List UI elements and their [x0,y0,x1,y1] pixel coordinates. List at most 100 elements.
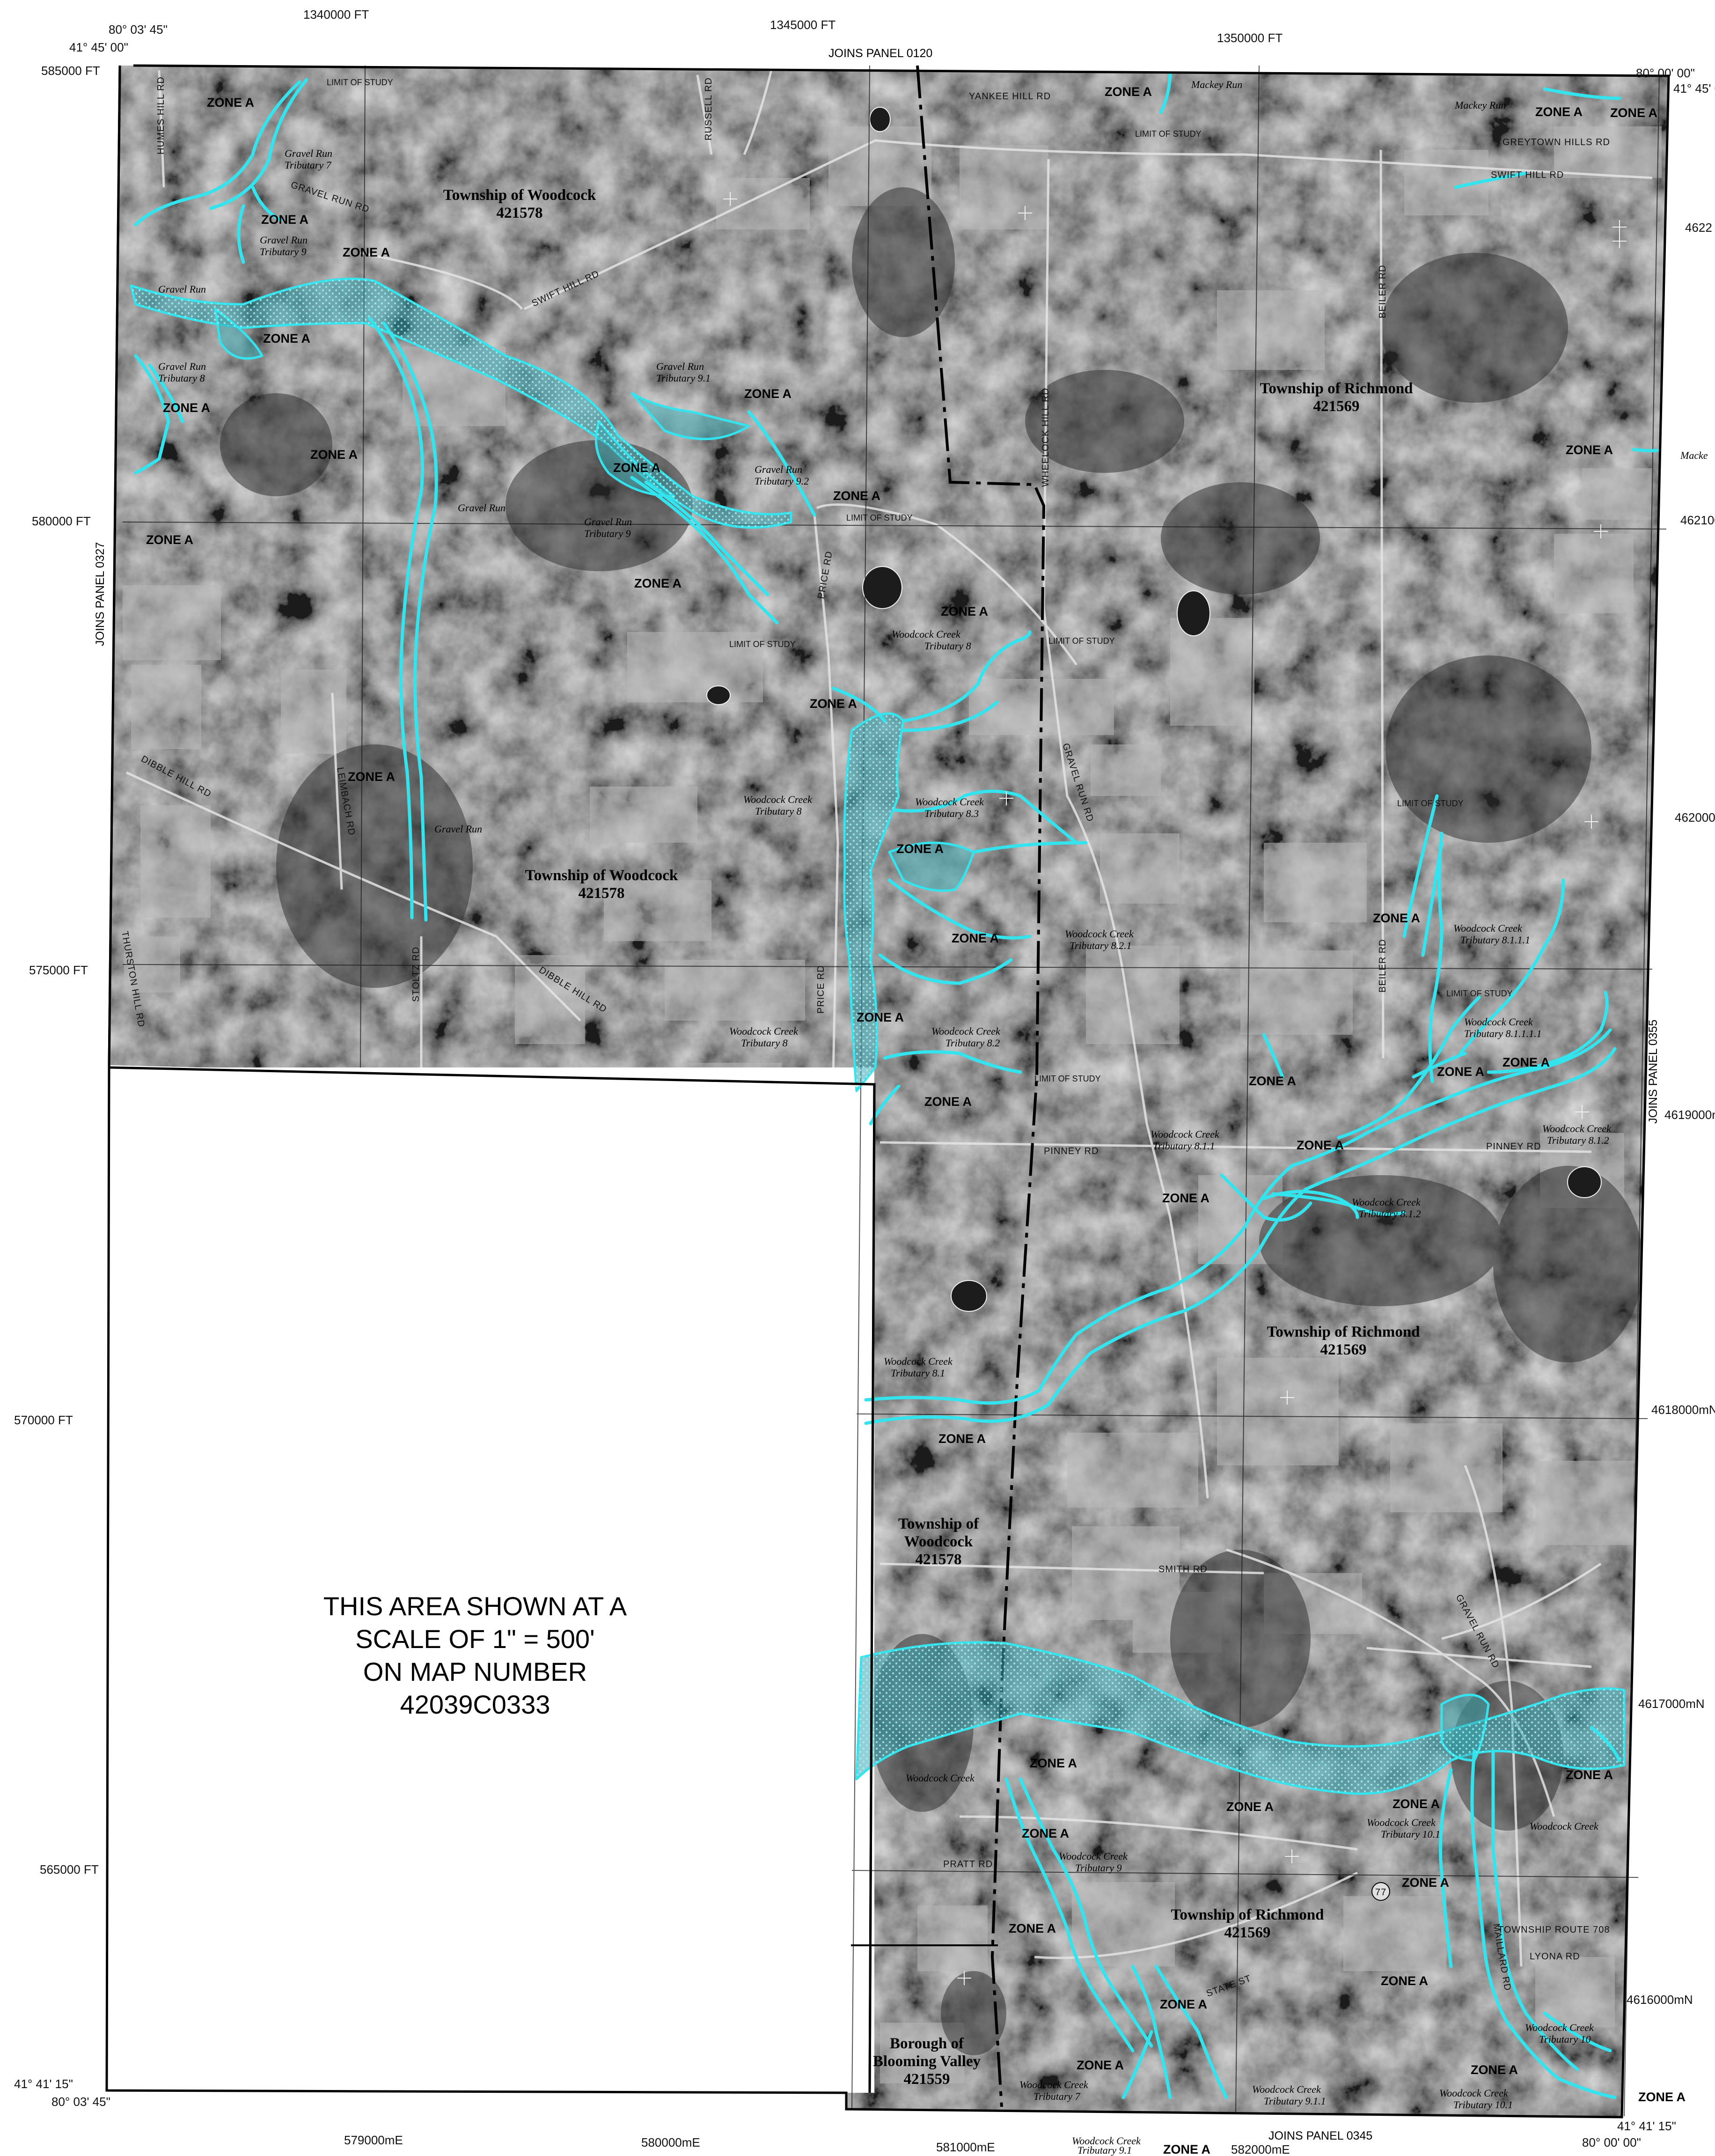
stream-label: Tributary 9.1.1 [1264,2095,1326,2107]
limit-of-study: LIMIT OF STUDY [1397,799,1464,808]
zone-a-label: ZONE A [857,1010,904,1024]
community-id: 421569 [1320,1341,1367,1358]
zone-a-label: ZONE A [263,331,310,346]
zone-a-label: ZONE A [1226,1800,1274,1814]
limit-of-study: LIMIT OF STUDY [1048,636,1115,646]
limit-of-study-labels: LIMIT OF STUDY LIMIT OF STUDY LIMIT OF S… [327,78,1513,1083]
stream-label: Woodcock Creek [884,1355,953,1367]
x-ft-1350000: 1350000 FT [1217,31,1283,45]
road-label: PRICE RD [816,965,826,1014]
corner-top-left-lat: 41° 45' 00" [69,40,128,54]
stream-label: Tributary 9.2 [755,475,809,487]
stream-label: Gravel Run [434,823,482,835]
stream-label: Woodcock Creek [1367,1817,1436,1828]
utm-grid [122,65,1667,2117]
stream-label: Tributary 9 [260,246,307,258]
road-label: HUMES HILL RD [156,76,166,155]
zone-a-label: ZONE A [1402,1876,1449,1890]
community-name: Township of Woodcock [443,187,596,204]
y-ft-580000: 580000 FT [32,514,91,528]
map-border-left [108,65,121,1068]
y-ft-575000: 575000 FT [29,963,88,977]
road-label: LYONA RD [1530,1951,1580,1962]
flood-zone-dots [131,279,1624,1794]
stream-label: Woodcock Creek [1525,2022,1594,2033]
stream-label: Tributary 9.1 [656,372,711,384]
stream-label: Gravel Run [755,464,802,475]
community-name: Township of Richmond [1260,380,1413,397]
road-label: YANKEE HILL RD [969,91,1051,102]
zone-a-label: ZONE A [613,461,660,475]
zone-a-label: ZONE A [810,697,857,711]
zone-a-label: ZONE A [1077,2058,1124,2072]
zone-a-label: ZONE A [1502,1055,1550,1069]
road-label: SMITH RD [1158,1564,1208,1575]
zone-a-label: ZONE A [207,96,254,110]
zone-a-label: ZONE A [1393,1797,1440,1811]
zone-a-label: ZONE A [634,576,682,590]
road-label: TOWNSHIP ROUTE 708 [1498,1925,1610,1935]
stream-label: Tributary 8.1.1 [1153,1140,1215,1152]
stream-label: Woodcock Creek [1542,1123,1612,1134]
route-77-shield: 77 [1371,1882,1390,1901]
stream-label: Gravel Run [285,147,332,159]
limit-of-study: LIMIT OF STUDY [729,640,796,649]
stream-label: Woodcock Creek [915,796,984,808]
stream-label: Tributary 8.2 [945,1037,1000,1049]
community-id: 421569 [1313,398,1360,415]
community-id: 421578 [579,885,625,902]
route-77-number: 77 [1375,1887,1386,1898]
community-labels: Township of Woodcock 421578 Township of … [443,187,1420,2088]
zone-a-label: ZONE A [1566,443,1613,457]
road-label: PINNEY RD [1486,1141,1541,1152]
stream-label: Tributary 8.1.1.1.1 [1464,1028,1542,1039]
stream-label: Gravel Run [158,283,206,295]
utm-n-4622: 4622 [1685,221,1712,235]
flood-zone-lines [134,68,1668,2099]
community-name: Township of Richmond [1267,1324,1420,1340]
community-id: 421569 [1224,1924,1271,1941]
zone-a-label: ZONE A [1249,1074,1296,1088]
zone-a-label: ZONE A [952,931,999,945]
corner-bottom-left-lon: 80° 03' 45" [51,2095,110,2109]
zone-a-label: ZONE A [1471,2063,1518,2077]
aerial-imagery [109,66,1669,2117]
zone-a-label: ZONE A [1566,1768,1613,1782]
stream-label: Tributary 8 [158,372,205,384]
map-border-inset-right [868,1084,876,2093]
corner-bottom-right-lon: 80° 00' 00" [1582,2135,1641,2149]
inset-note-line-1: THIS AREA SHOWN AT A [323,1591,627,1621]
ponds [706,107,1602,1312]
road-label: PRATT RD [943,1859,993,1869]
zone-a-label: ZONE A [310,448,358,462]
stream-label: Tributary 8.3 [924,808,979,819]
stream-label: Woodcock Creek [892,628,961,640]
utm-e-582000: 582000mE [1231,2142,1290,2156]
road-network [125,70,1653,1967]
stream-label: Tributary 8.1.1.1 [1460,934,1530,946]
zone-a-label: ZONE A [1297,1138,1344,1152]
corner-top-left-lon: 80° 03' 45" [109,22,168,37]
x-ft-1340000: 1340000 FT [303,7,369,22]
limit-of-study: LIMIT OF STUDY [1135,129,1202,139]
limit-of-study: LIMIT OF STUDY [846,513,913,522]
stream-label: Tributary 10.1 [1381,1828,1440,1840]
stream-label: Tributary 10.1 [1453,2099,1513,2111]
zone-a-label: ZONE A [1381,1974,1428,1988]
stream-label: Woodcock Creek [1439,2087,1509,2099]
stream-label: Woodcock Creek [1530,1820,1599,1832]
road-label: WHEELOCK HILL RD [1041,388,1051,487]
zone-a-label: ZONE A [1373,911,1420,925]
stream-label: Gravel Run [584,516,632,528]
stream-label: Tributary 8.2.1 [1070,940,1132,951]
stream-label: Tributary 8.1.2 [1359,1208,1421,1220]
stream-label: Woodcock Creek [906,1772,975,1784]
corner-bottom-right-lat: 41° 41' 15" [1617,2119,1676,2133]
zone-a-label: ZONE A [261,213,308,227]
community-name: Woodcock [904,1533,973,1550]
limit-of-study: LIMIT OF STUDY [327,78,393,87]
stream-label: Tributary 8.1.2 [1547,1134,1609,1146]
utm-e-581000: 581000mE [936,2140,995,2154]
stream-label: Gravel Run [158,361,206,372]
